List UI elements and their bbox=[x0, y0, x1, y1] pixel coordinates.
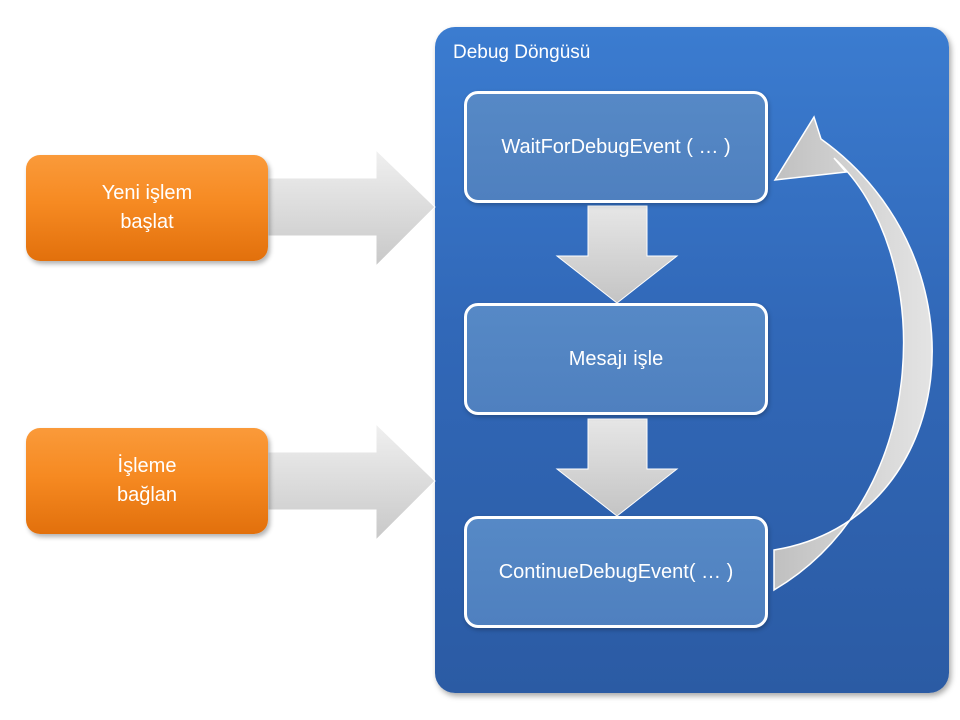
step-continue-debug-event: ContinueDebugEvent( … ) bbox=[464, 516, 768, 628]
arrow-handle-to-continue bbox=[555, 418, 679, 517]
step-handle-message: Mesajı işle bbox=[464, 303, 768, 415]
source-label-line1: İşleme bbox=[117, 455, 177, 477]
source-label-line1: Yeni işlem bbox=[101, 182, 193, 204]
source-label-line2: başlat bbox=[120, 211, 174, 233]
arrow-start-process-to-loop bbox=[267, 148, 436, 268]
debug-loop-title: Debug Döngüsü bbox=[453, 42, 591, 63]
step-label: Mesajı işle bbox=[568, 347, 664, 370]
arrow-wait-to-handle bbox=[555, 205, 679, 304]
arrow-attach-process-to-loop bbox=[267, 422, 436, 542]
arrow-loop-back-curve bbox=[773, 115, 933, 592]
source-label-line2: bağlan bbox=[116, 484, 178, 506]
source-start-new-process: Yeni işlem başlat bbox=[26, 155, 268, 261]
step-label: WaitForDebugEvent ( … ) bbox=[501, 135, 731, 158]
source-attach-to-process: İşleme bağlan bbox=[26, 428, 268, 534]
step-label: ContinueDebugEvent( … ) bbox=[498, 560, 734, 583]
step-wait-for-debug-event: WaitForDebugEvent ( … ) bbox=[464, 91, 768, 203]
